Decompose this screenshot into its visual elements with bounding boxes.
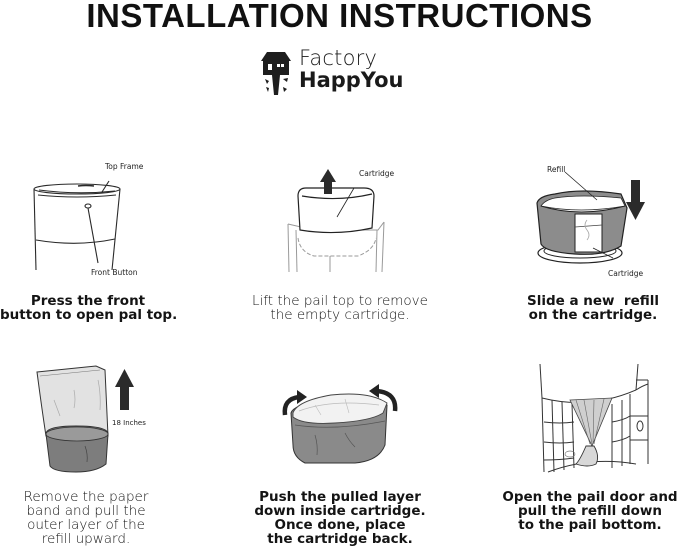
- push-layer-inside-illustration: [282, 384, 398, 464]
- label-18-inches: 18 Inches: [112, 419, 146, 427]
- step-4-caption: Remove the paper band and pull the outer…: [23, 489, 149, 547]
- arrow-up-icon: [320, 169, 336, 194]
- slide-refill-illustration: [536, 171, 645, 264]
- curved-arrow-left-icon: [282, 390, 307, 416]
- label-cartridge: Cartridge: [359, 169, 395, 178]
- step-2-caption: Lift the pail top to remove the empty ca…: [252, 293, 428, 323]
- label-cartridge-bottom: Cartridge: [608, 269, 644, 278]
- step-5-caption: Push the pulled layer down inside cartri…: [254, 489, 426, 547]
- open-pail-door-illustration: [539, 363, 649, 473]
- brand-logo: Factory HappYou: [259, 47, 409, 97]
- pull-outer-layer-illustration: [36, 365, 134, 473]
- label-front-button: Front Button: [91, 268, 138, 277]
- step-1-caption: Press the front button to open pal top.: [0, 293, 178, 323]
- step-6-caption: Open the pail door and pull the refill d…: [502, 489, 678, 533]
- lift-cartridge-illustration: [287, 169, 385, 273]
- treehouse-icon: [261, 52, 291, 95]
- step-3-caption: Slide a new refill on the cartridge.: [526, 293, 660, 323]
- logo-text-factory: Factory: [299, 46, 378, 70]
- arrow-up-icon: [115, 369, 134, 410]
- curved-arrow-right-icon: [369, 384, 398, 412]
- pail-top-front-button-illustration: [33, 180, 121, 271]
- logo-text-happyou: HappYou: [299, 68, 404, 92]
- page-title: INSTALLATION INSTRUCTIONS: [86, 0, 593, 34]
- label-refill: Refill: [547, 165, 566, 174]
- arrow-down-icon: [626, 180, 645, 220]
- label-top-frame: Top Frame: [105, 162, 144, 171]
